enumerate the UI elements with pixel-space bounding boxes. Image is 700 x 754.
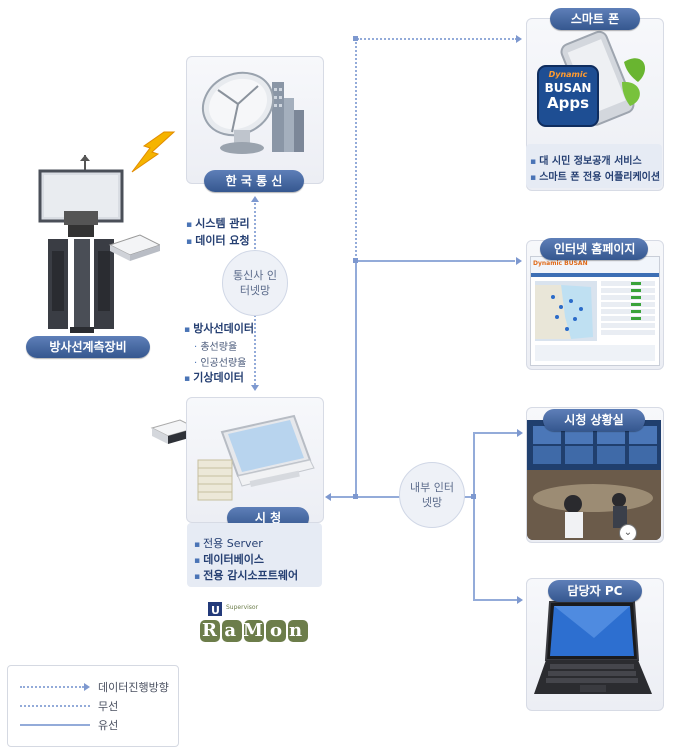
legend-direction-line (20, 686, 84, 688)
smartphone-label: 스마트 폰 (550, 8, 640, 30)
control-room-photo: ⌄ (527, 420, 661, 540)
legend-wireless-line (20, 705, 90, 707)
telecom-network-node: 통신사 인터넷망 (222, 250, 288, 316)
city-bullet-software: 전용 감시소프트웨어 (194, 567, 298, 583)
laptop-image (194, 410, 318, 506)
arrow-right-icon (517, 596, 523, 604)
arrow-down-icon (251, 385, 259, 391)
smartphone-bullet-2: 스마트 폰 전용 어플리케이션 (530, 168, 660, 183)
legend-direction-label: 데이터진행방향 (98, 681, 169, 694)
app-icon-line3: Apps (546, 94, 589, 112)
telecom-bullet-2: 데이터 요청 (186, 232, 249, 248)
homepage-site-name: Dynamic BUSAN (533, 260, 588, 267)
wired-line (355, 260, 515, 262)
wireless-signal-icon (128, 130, 178, 175)
arrow-right-icon (516, 257, 522, 265)
internal-network-label: 내부 인터넷망 (410, 481, 454, 509)
chevron-down-icon[interactable]: ⌄ (619, 524, 637, 540)
measurement-device-image (30, 155, 162, 335)
connector-node (353, 258, 358, 263)
wireless-line (355, 38, 357, 260)
smartphone-image: Dynamic BUSAN Apps (534, 30, 654, 134)
ramon-logo-small: Supervisor (226, 604, 259, 611)
svg-text:U: U (211, 604, 220, 617)
wireless-line (357, 38, 517, 40)
wired-line (355, 260, 357, 498)
weather-data-item: 기상데이터 (184, 369, 244, 385)
connector-node (353, 494, 358, 499)
arrow-up-icon (251, 196, 259, 202)
connector-node (471, 494, 476, 499)
legend-wireless-label: 무선 (98, 700, 119, 713)
app-icon-line1: Dynamic (548, 70, 588, 79)
wired-line (473, 432, 517, 434)
homepage-label: 인터넷 홈페이지 (540, 238, 648, 260)
arrow-right-icon (517, 429, 523, 437)
arrow-left-icon (325, 493, 331, 501)
telecom-network-label: 통신사 인터넷망 (233, 269, 277, 297)
legend-wired-label: 유선 (98, 719, 119, 732)
ramon-logo-text: RaMon (202, 620, 310, 641)
pc-laptop-image (534, 598, 656, 702)
telecom-bullet-1: 시스템 관리 (186, 215, 249, 231)
arrow-right-icon (516, 35, 522, 43)
internal-network-node: 내부 인터넷망 (399, 462, 465, 528)
artificial-dose-rate-item: 인공선량율 (194, 354, 246, 369)
homepage-screenshot: Dynamic BUSAN (530, 256, 660, 366)
radiation-data-item: 방사선데이터 (184, 320, 254, 336)
smartphone-bullet-1: 대 시민 정보공개 서비스 (530, 152, 641, 167)
total-dose-rate-item: 총선량율 (194, 338, 237, 353)
ramon-logo: U RaMon Supervisor (196, 600, 310, 644)
telecom-label: 한 국 통 신 (204, 170, 304, 192)
city-bullet-server: 전용 Server (194, 535, 263, 551)
measurement-device-label: 방사선계측장비 (26, 336, 150, 358)
legend-arrow-icon (84, 683, 90, 691)
connector-node (353, 36, 358, 41)
wired-line (473, 599, 517, 601)
pc-label: 담당자 PC (548, 580, 642, 602)
app-icon-line2: BUSAN (544, 81, 592, 95)
city-bullet-database: 데이터베이스 (194, 551, 264, 567)
control-room-label: 시청 상황실 (543, 409, 645, 431)
satellite-dish-image (196, 62, 312, 162)
legend-wired-line (20, 724, 90, 726)
wired-line (473, 432, 475, 600)
